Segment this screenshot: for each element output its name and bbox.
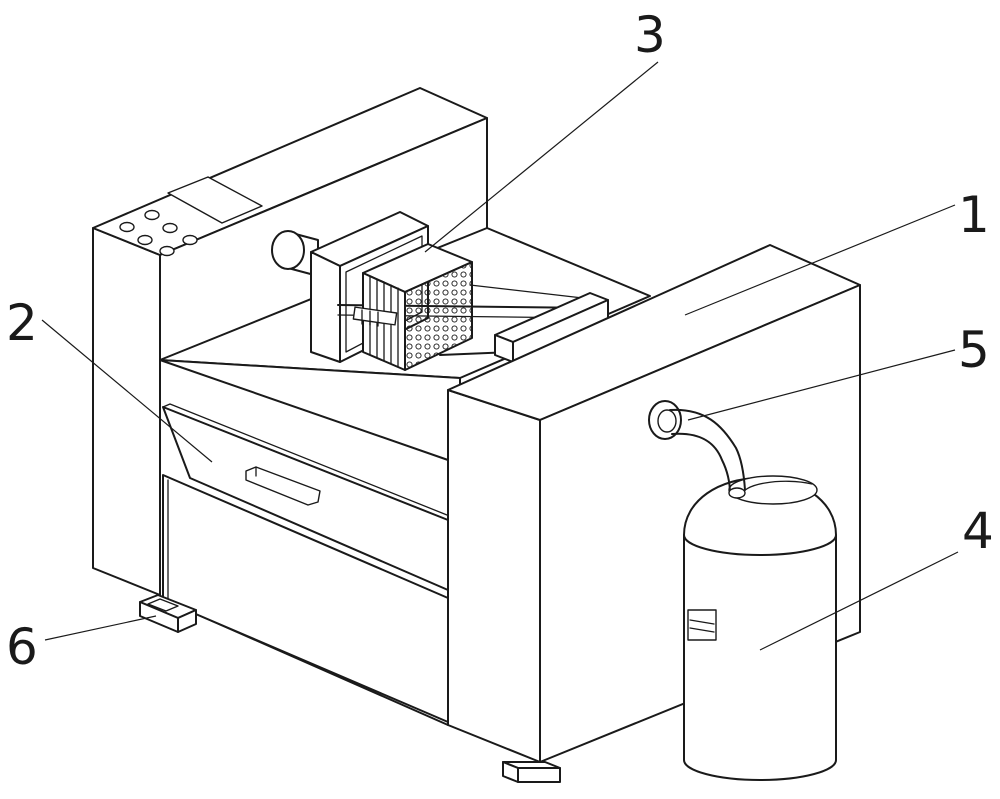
- filter-block-face: [404, 261, 473, 371]
- leader-1: [684, 204, 956, 316]
- display-screen: [167, 176, 263, 224]
- leader-lines: [41, 61, 959, 651]
- leader-6: [44, 615, 157, 641]
- control-button: [119, 221, 135, 233]
- feet: [139, 594, 561, 783]
- callout-2: 2: [6, 294, 38, 352]
- leader-5: [687, 349, 956, 421]
- control-button: [144, 209, 160, 221]
- hose: [669, 408, 746, 499]
- foot: [139, 594, 197, 633]
- control-button: [162, 222, 178, 234]
- control-button: [182, 234, 198, 246]
- control-button: [159, 245, 175, 257]
- callout-1: 1: [958, 186, 990, 244]
- callout-5: 5: [958, 321, 990, 379]
- control-button: [137, 234, 153, 246]
- foot: [502, 761, 561, 783]
- callouts: 1 2 3 4 5 6: [6, 6, 994, 676]
- callout-4: 4: [962, 502, 994, 560]
- front-body: [159, 359, 453, 726]
- clamp-bolt: [352, 306, 398, 326]
- leader-2: [41, 319, 213, 463]
- leader-4: [759, 551, 959, 651]
- leader-3: [424, 61, 659, 253]
- control-panel: [119, 176, 263, 257]
- callout-3: 3: [634, 6, 666, 64]
- tank-latch: [687, 609, 717, 641]
- callout-6: 6: [6, 618, 38, 676]
- dust-collector: [683, 475, 837, 781]
